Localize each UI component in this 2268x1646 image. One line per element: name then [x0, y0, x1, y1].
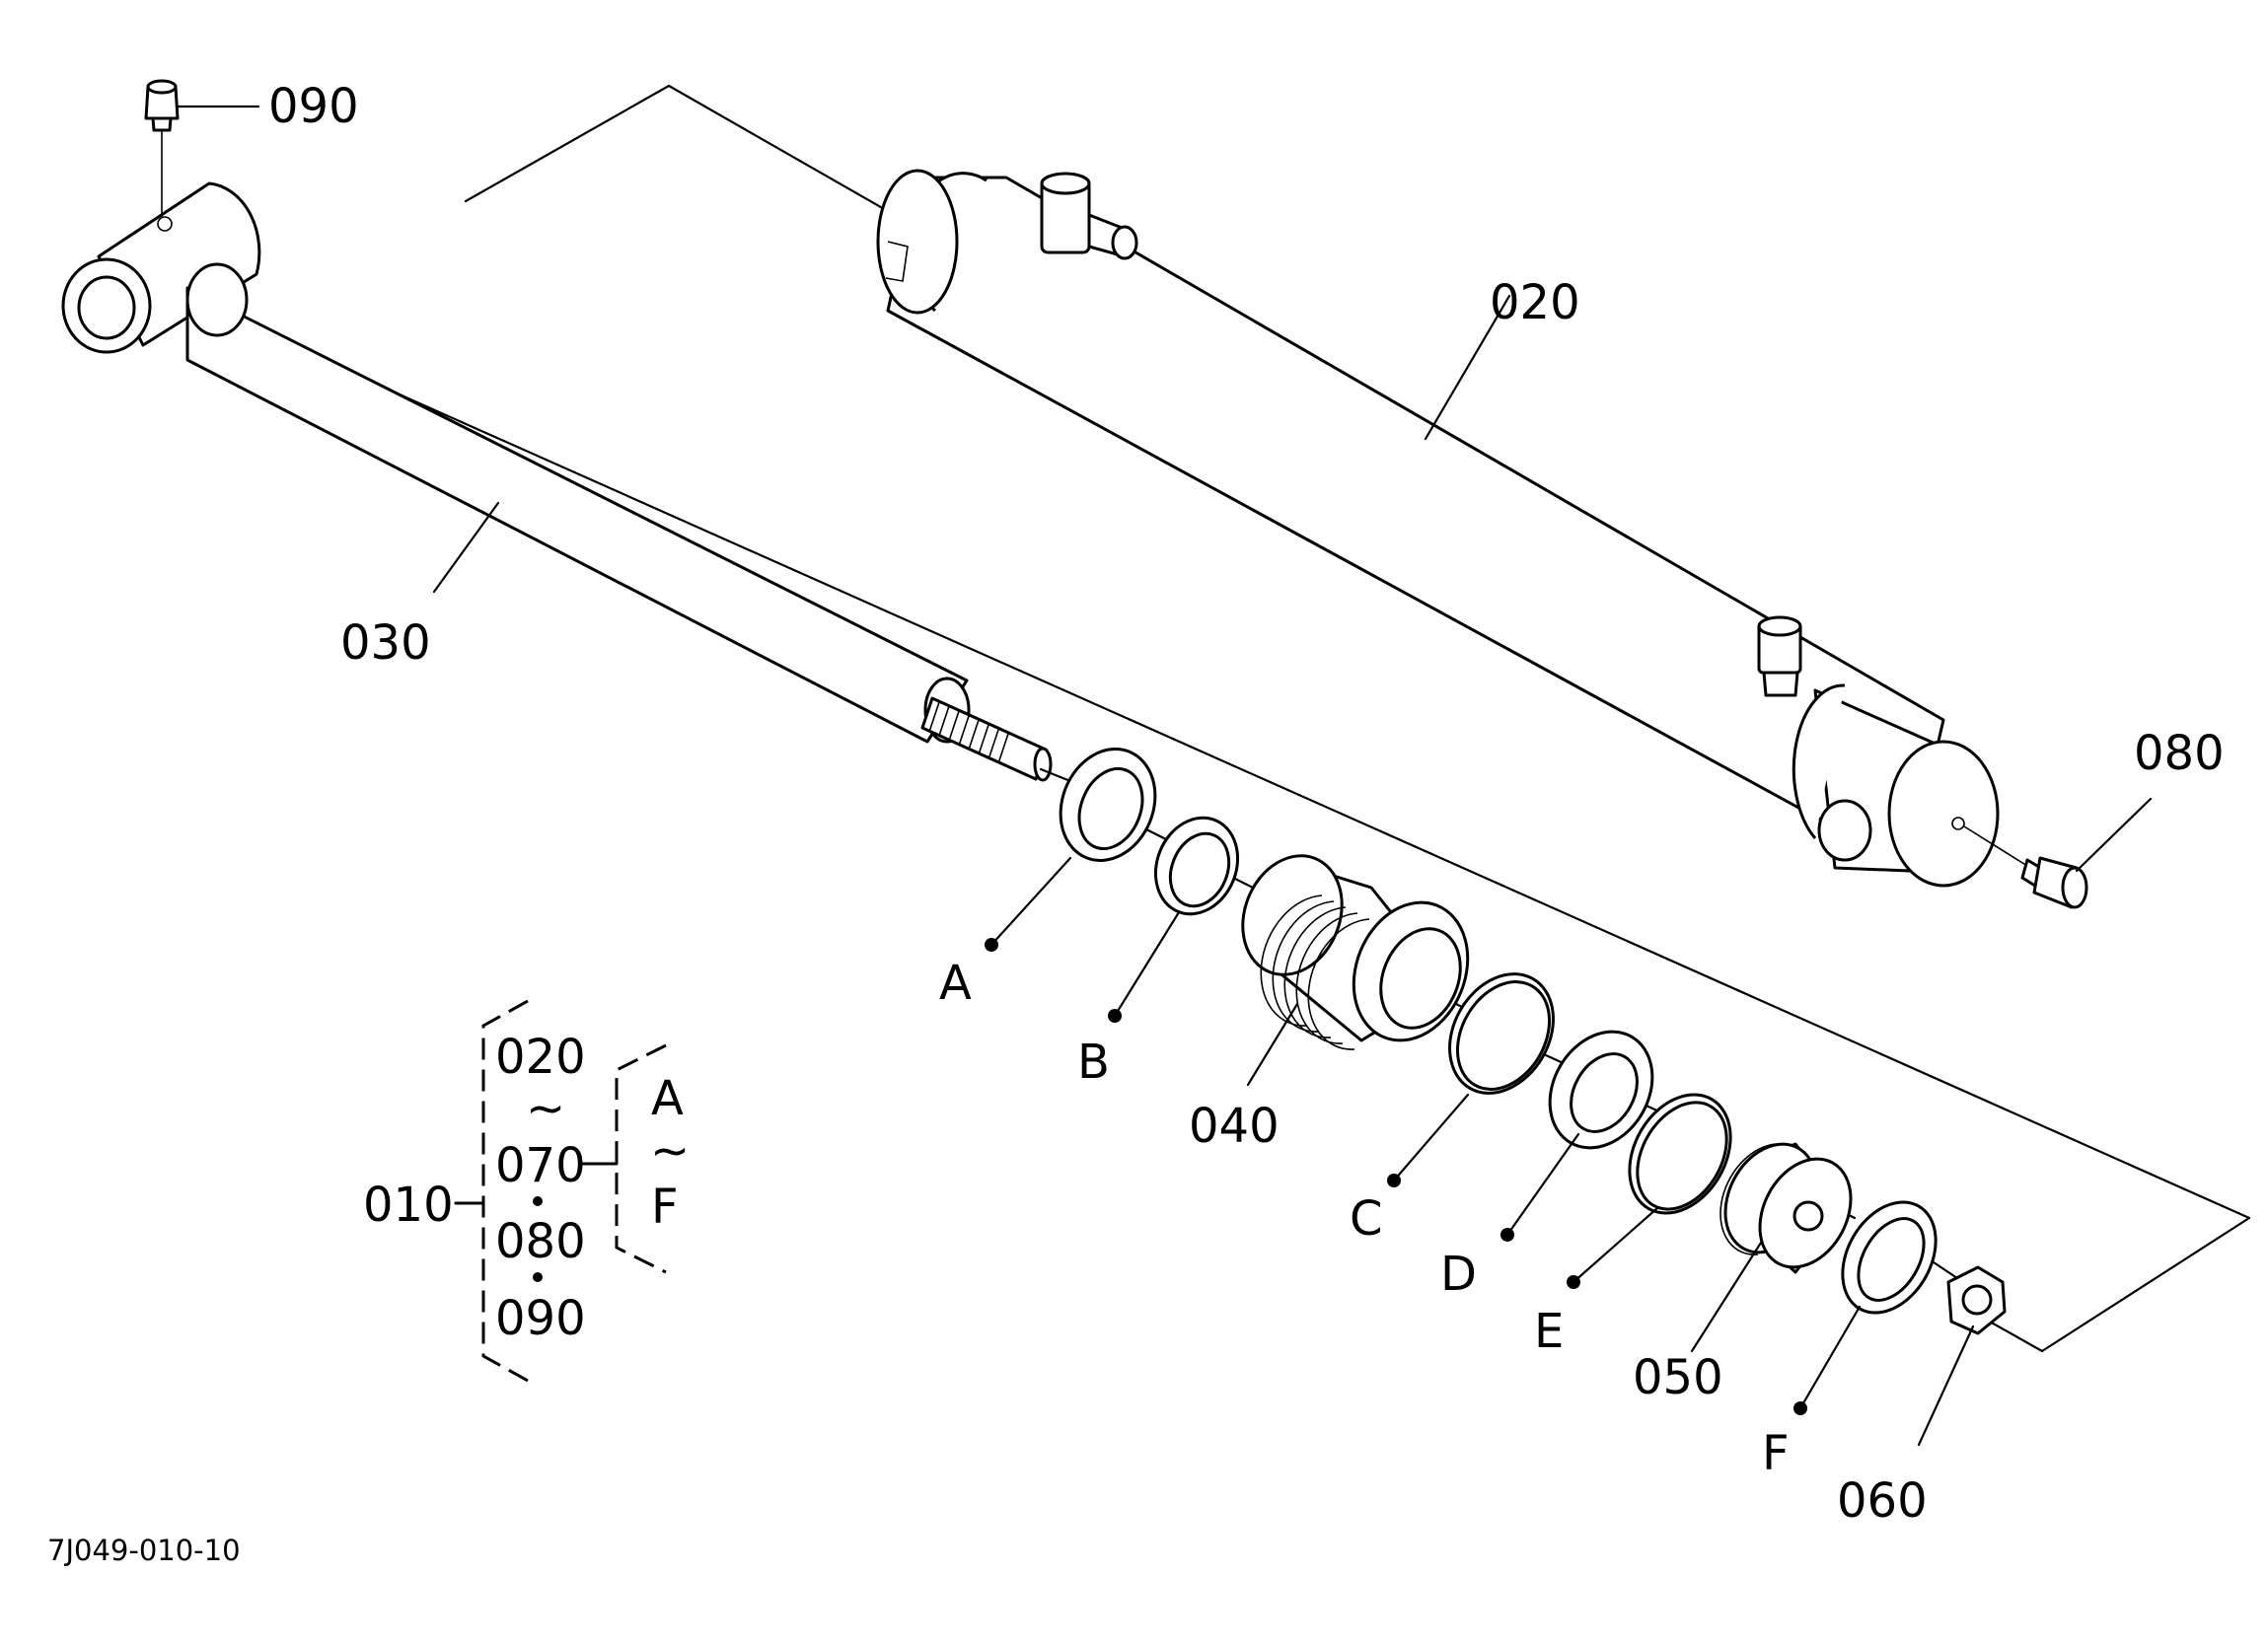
grease-nipple-right[interactable]	[1963, 825, 2088, 909]
legend-010: 010	[363, 1178, 454, 1233]
leader-lines	[176, 105, 2153, 1447]
piston-rod[interactable]	[61, 181, 1053, 782]
legend-a: A	[651, 1071, 684, 1126]
legend-f: F	[651, 1180, 679, 1235]
legend-090: 090	[495, 1291, 586, 1346]
legend-tilde-1: ~	[526, 1081, 565, 1136]
label-030: 030	[340, 615, 431, 671]
legend-020: 020	[495, 1030, 586, 1085]
legend-080: 080	[495, 1214, 586, 1269]
label-f: F	[1762, 1426, 1790, 1481]
backup-ring-d[interactable]	[1529, 1013, 1672, 1166]
seal-b[interactable]	[1141, 806, 1252, 927]
label-b: B	[1077, 1035, 1110, 1090]
leader-dots	[985, 938, 1807, 1415]
o-ring-e-inner	[1636, 1101, 1728, 1211]
seal-ring-f[interactable]	[1824, 1185, 1955, 1329]
label-040: 040	[1189, 1099, 1280, 1154]
cylinder-head-gland[interactable]	[1225, 841, 1488, 1058]
label-060: 060	[1837, 1473, 1928, 1529]
label-020: 020	[1490, 275, 1580, 330]
o-ring-c-inner	[1455, 980, 1552, 1091]
label-e: E	[1534, 1304, 1564, 1359]
grease-nipple-top[interactable]	[144, 79, 180, 217]
piston[interactable]	[1708, 1128, 1869, 1283]
exploded-outline-lower	[181, 296, 2251, 1353]
label-a: A	[939, 956, 972, 1011]
diagram-code: 7J049-010-10	[47, 1534, 241, 1567]
label-050: 050	[1633, 1350, 1723, 1405]
exploded-outline	[464, 84, 895, 216]
label-080: 080	[2134, 726, 2225, 781]
cylinder-tube[interactable]	[876, 169, 2000, 888]
label-d: D	[1440, 1247, 1477, 1302]
seal-a[interactable]	[1045, 735, 1172, 875]
assembly-legend: 010 020 ~ 070 080 090 A ~ F	[363, 999, 690, 1383]
legend-070: 070	[495, 1138, 586, 1193]
label-c: C	[1350, 1191, 1383, 1247]
hex-nut[interactable]	[1946, 1265, 2007, 1335]
legend-tilde-2: ~	[650, 1123, 690, 1179]
label-090: 090	[268, 79, 359, 134]
